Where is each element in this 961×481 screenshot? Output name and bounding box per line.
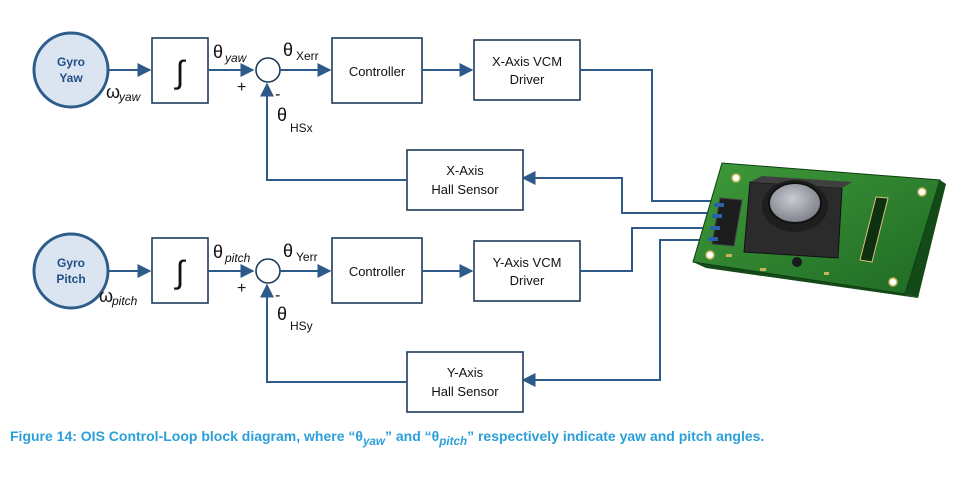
theta-hsx-symbol: θ: [277, 105, 287, 125]
controller-label-bottom: Controller: [349, 264, 406, 279]
theta-hsy-subscript: HSy: [290, 319, 313, 333]
controller-label-top: Controller: [349, 64, 406, 79]
theta-pitch-symbol: θ: [213, 242, 223, 262]
plus-sign-top: +: [237, 79, 246, 96]
theta-yerr-symbol: θ: [283, 241, 293, 261]
omega-yaw-symbol: ω: [106, 82, 120, 102]
ois-block-diagram: Gyro Yaw ω yaw ∫ θ yaw + - θ Xerr Contro…: [32, 31, 946, 413]
caption-subscript-pitch: pitch: [439, 434, 468, 448]
x-axis-vcm-driver-block: [473, 39, 581, 101]
plus-sign-bottom: +: [237, 280, 246, 297]
x-sensor-label-line2: Hall Sensor: [431, 182, 499, 197]
x-sensor-label-line1: X-Axis: [446, 163, 484, 178]
summing-junction-bottom: [255, 258, 281, 284]
omega-yaw-subscript: yaw: [118, 90, 142, 104]
y-feedback-wire: [260, 283, 407, 383]
summing-junction-top: [255, 57, 281, 83]
integrator-symbol-bottom: ∫: [174, 254, 187, 290]
caption-prefix: Figure 14: OIS Control-Loop block diagra…: [10, 428, 363, 444]
integrator-block-bottom: [151, 237, 209, 304]
figure-caption: Figure 14: OIS Control-Loop block diagra…: [10, 426, 950, 452]
integrator-symbol-top: ∫: [174, 54, 187, 90]
y-axis-hall-sensor-block: [406, 351, 524, 413]
theta-yaw-subscript: yaw: [224, 51, 248, 65]
theta-hsx-subscript: HSx: [290, 121, 313, 135]
gyro-yaw-label-line2: Yaw: [59, 71, 83, 85]
x-driver-to-module-wire: [580, 69, 720, 202]
controller-block-bottom: [331, 237, 423, 304]
theta-xerr-symbol: θ: [283, 40, 293, 60]
ois-camera-module-illustration: [692, 162, 946, 298]
theta-hsy-symbol: θ: [277, 304, 287, 324]
y-axis-vcm-driver-block: [473, 240, 581, 302]
y-sensor-label-line2: Hall Sensor: [431, 384, 499, 399]
bottom-loop: Gyro Pitch ω pitch ∫ θ pitch + - θ Yerr …: [32, 227, 720, 413]
omega-pitch-symbol: ω: [99, 286, 113, 306]
omega-pitch-subscript: pitch: [111, 294, 138, 308]
caption-suffix: ” respectively indicate yaw and pitch an…: [467, 428, 765, 444]
y-driver-label-line2: Driver: [510, 273, 545, 288]
y-driver-label-line1: Y-Axis VCM: [493, 255, 562, 270]
theta-pitch-subscript: pitch: [224, 251, 251, 265]
gyro-pitch-node: [32, 232, 110, 310]
gyro-pitch-label-line1: Gyro: [57, 256, 85, 270]
module-to-y-sensor-wire: [521, 239, 720, 387]
y-driver-to-module-wire: [580, 227, 720, 272]
gyro-yaw-node: [32, 31, 110, 109]
top-loop: Gyro Yaw ω yaw ∫ θ yaw + - θ Xerr Contro…: [32, 31, 720, 214]
caption-subscript-yaw: yaw: [362, 434, 385, 448]
theta-yerr-subscript: Yerr: [296, 250, 318, 264]
x-driver-label-line2: Driver: [510, 72, 545, 87]
x-driver-label-line1: X-Axis VCM: [492, 54, 562, 69]
module-to-x-sensor-wire: [521, 171, 720, 214]
x-feedback-wire: [260, 82, 407, 181]
minus-sign-bottom: -: [275, 287, 280, 304]
minus-sign-top: -: [275, 86, 280, 103]
theta-yaw-symbol: θ: [213, 42, 223, 62]
x-axis-hall-sensor-block: [406, 149, 524, 211]
gyro-yaw-label-line1: Gyro: [57, 55, 85, 69]
caption-middle: ” and “θ: [385, 428, 440, 444]
y-sensor-label-line1: Y-Axis: [447, 365, 484, 380]
gyro-pitch-label-line2: Pitch: [56, 272, 85, 286]
theta-xerr-subscript: Xerr: [296, 49, 319, 63]
